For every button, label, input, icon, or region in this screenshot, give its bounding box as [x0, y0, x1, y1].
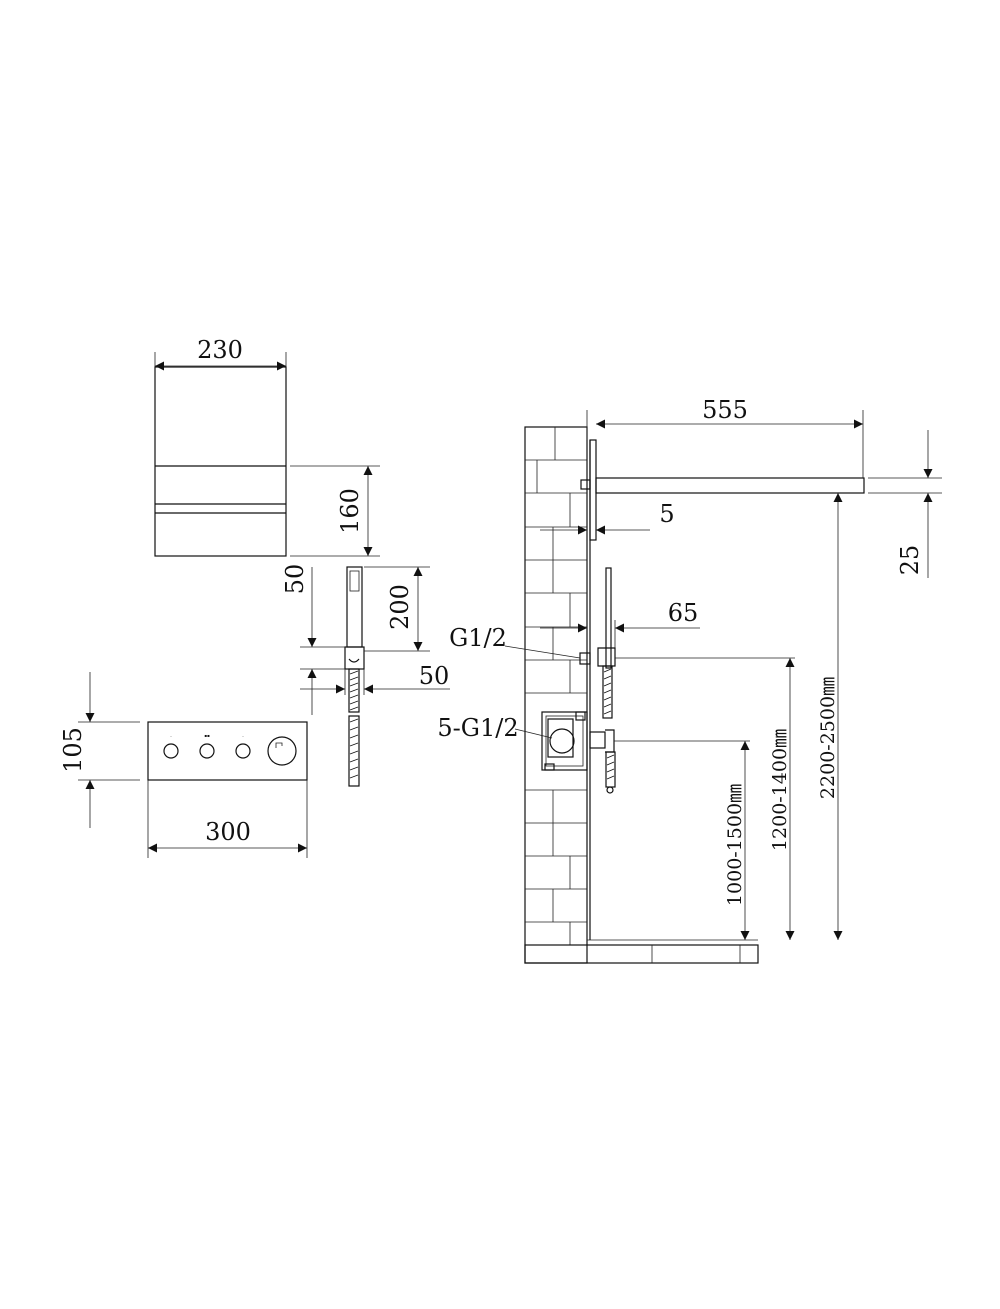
valve-install-height-label: 1000-1500㎜ — [724, 784, 746, 906]
hand-shower-view — [300, 566, 450, 787]
svg-text:▪▪: ▪▪ — [204, 733, 210, 738]
handshower-top-label: 50 — [281, 564, 309, 595]
svg-text:..: .. — [170, 733, 173, 738]
handshower-length-label: 200 — [386, 584, 414, 630]
valve-panel-view: .. ▪▪ .. — [78, 672, 308, 858]
arm-length-label: 555 — [702, 396, 748, 424]
install-heights — [740, 493, 843, 940]
head-height-label: 160 — [336, 488, 364, 534]
bracket-depth-label: 65 — [668, 599, 699, 627]
head-width-label: 230 — [197, 336, 243, 364]
svg-text:..: .. — [242, 733, 245, 738]
valve-thread-label: 5-G1/2 — [437, 714, 518, 742]
valve-box-side — [514, 711, 750, 794]
head-thickness-label: 25 — [896, 545, 924, 576]
head-install-height-label: 2200-2500㎜ — [817, 677, 839, 799]
shower-arm-side — [540, 410, 942, 578]
outlet-thread-label: G1/2 — [449, 624, 507, 652]
valve-width-label: 300 — [205, 818, 251, 846]
hand-shower-bracket-side — [504, 567, 795, 719]
outlet-install-height-label: 1200-1400㎜ — [769, 729, 791, 851]
shower-head-view — [154, 352, 380, 557]
wall-gap-label: 5 — [659, 500, 674, 528]
handshower-bottom-label: 50 — [419, 662, 450, 690]
valve-height-label: 105 — [59, 727, 87, 773]
